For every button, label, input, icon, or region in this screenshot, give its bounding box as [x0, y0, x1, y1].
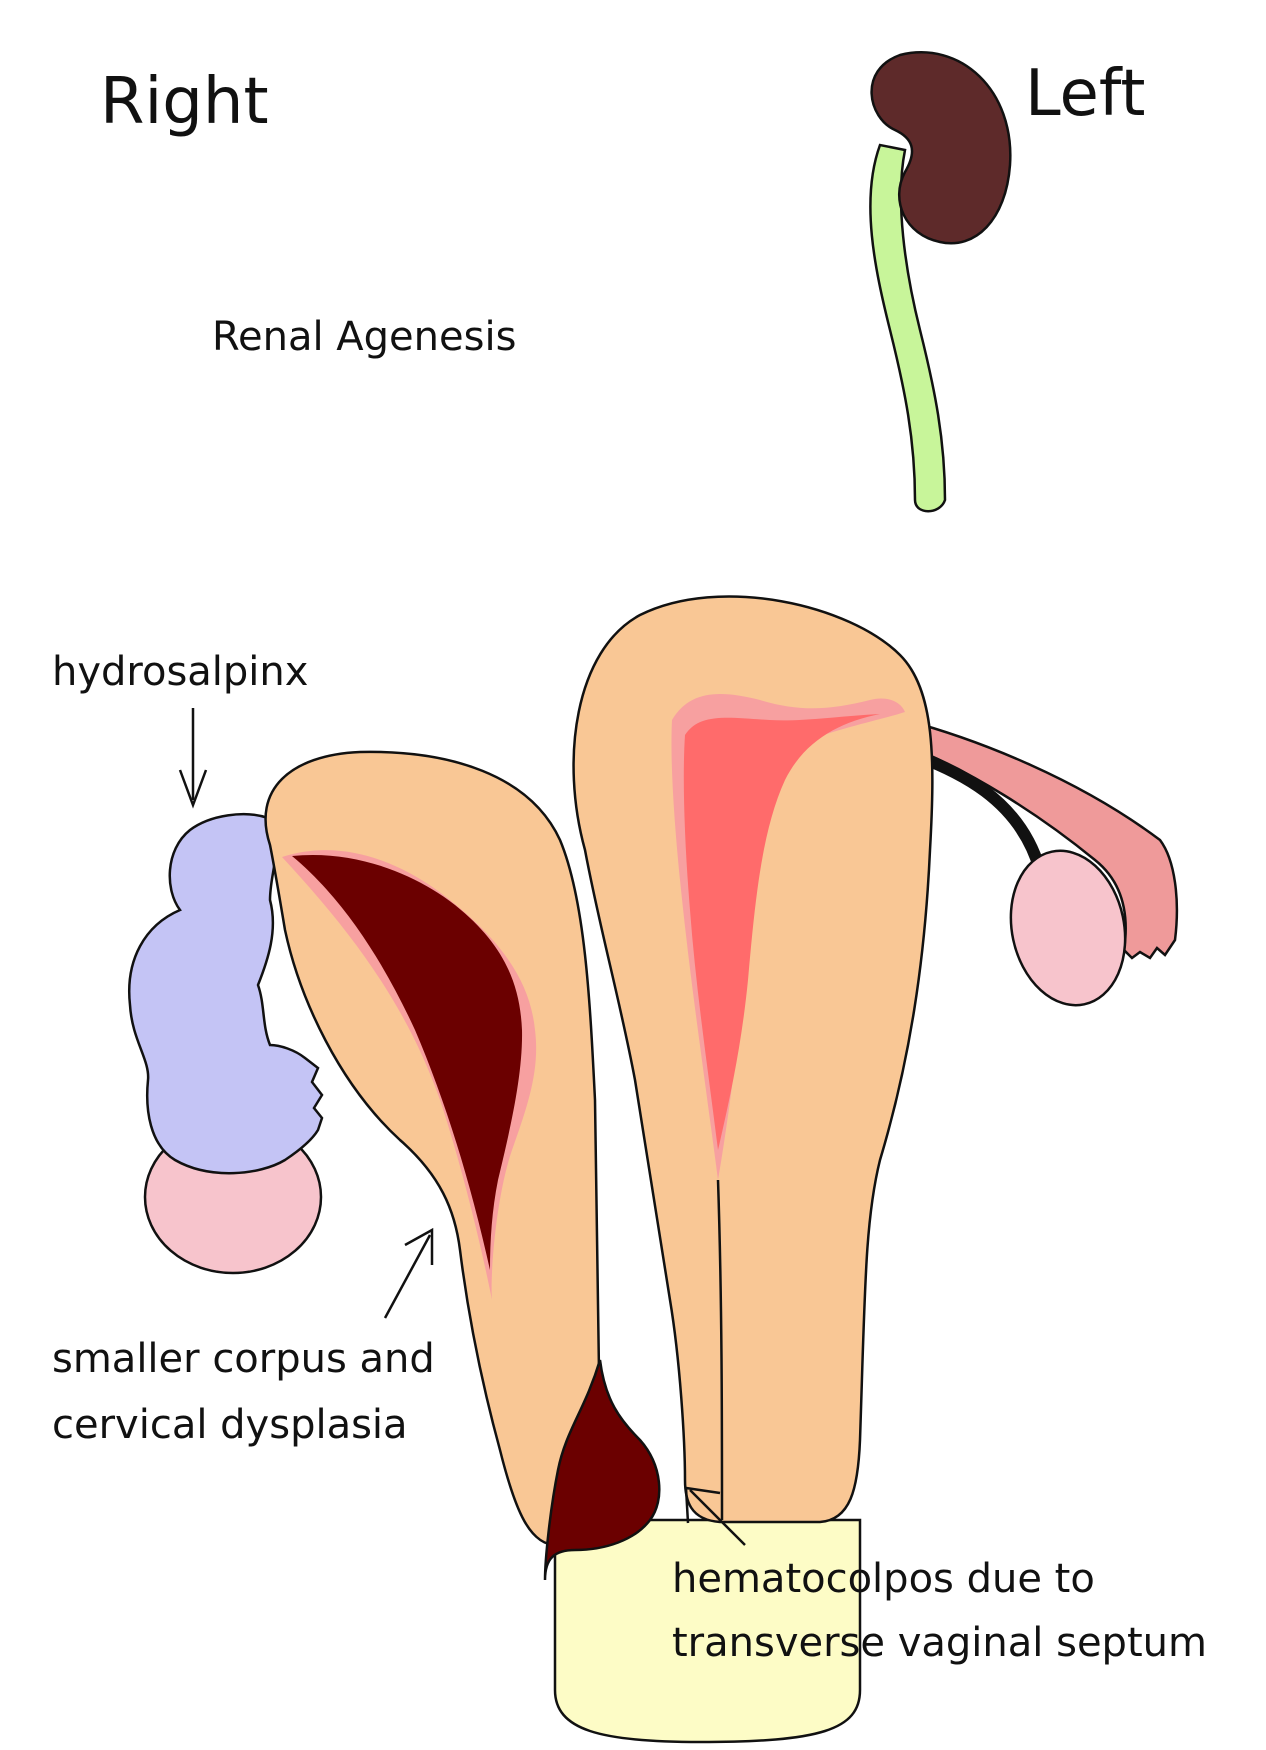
right-uterine-cavity	[292, 854, 523, 1270]
left-uterine-horn	[572, 595, 934, 1524]
label-smaller-corpus-line2: cervical dysplasia	[52, 1402, 408, 1448]
ureter	[869, 143, 947, 513]
label-hydrosalpinx: hydrosalpinx	[52, 649, 308, 695]
vagina	[553, 1518, 862, 1744]
hydrosalpinx-arrowhead	[178, 769, 208, 809]
corpus-arrow-shaft	[383, 1234, 432, 1319]
corpus-arrowhead	[404, 1227, 434, 1265]
label-renal-agenesis: Renal Agenesis	[212, 314, 516, 360]
left-ovary	[1009, 849, 1127, 1007]
label-hematocolpos-line2: transverse vaginal septum	[672, 1620, 1207, 1666]
label-smaller-corpus-line1: smaller corpus and	[52, 1336, 435, 1382]
label-hematocolpos-line1: hematocolpos due to	[672, 1556, 1095, 1602]
hydrosalpinx-tube	[128, 812, 324, 1175]
hematocolpos	[543, 1359, 661, 1581]
label-left: Left	[1025, 57, 1145, 131]
hematocolpos-arrow-shaft	[689, 1489, 746, 1546]
label-right: Right	[100, 65, 269, 139]
left-uterine-cavity	[683, 714, 880, 1150]
right-uterine-horn	[264, 750, 602, 1547]
hematocolpos-arrowhead	[684, 1486, 721, 1524]
kidney	[870, 51, 1012, 245]
horn-division-line	[716, 1179, 724, 1521]
